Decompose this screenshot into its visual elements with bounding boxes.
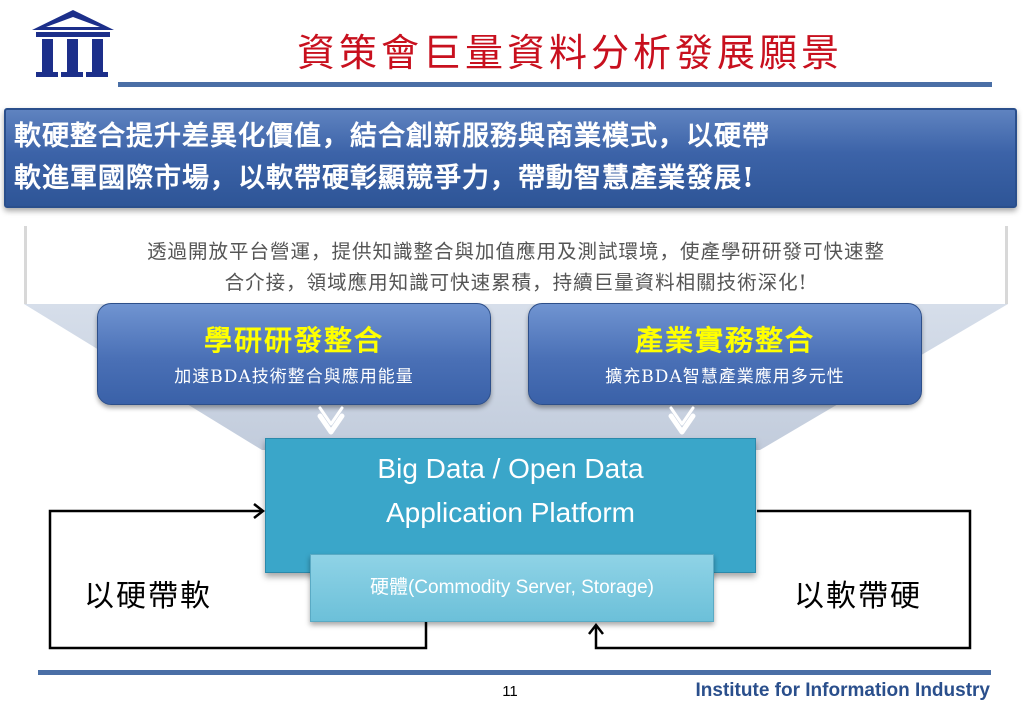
industry-integration-box: 產業實務整合 擴充BDA智慧產業應用多元性 [528,303,922,405]
title-divider [118,82,992,87]
academic-integration-box: 學研研發整合 加速BDA技術整合與應用能量 [97,303,491,405]
vision-statement: 軟硬整合提升差異化價值，結合創新服務與商業模式，以硬帶 軟進軍國際市場，以軟帶硬… [14,116,1014,200]
organization-name: Institute for Information Industry [695,680,991,701]
footer-divider [38,670,991,675]
hardware-layer-box: 硬體(Commodity Server, Storage) [310,554,714,622]
industry-integration-subtitle: 擴充BDA智慧產業應用多元性 [605,367,845,387]
vision-line-1: 軟硬整合提升差異化價值，結合創新服務與商業模式，以硬帶 [14,121,770,152]
vision-line-2: 軟進軍國際市場，以軟帶硬彰顯競爭力，帶動智慧產業發展! [14,163,755,194]
description-box [24,226,1008,304]
iii-logo [32,10,114,77]
hardware-drives-software-label: 以硬帶軟 [84,579,212,614]
page-title: 資策會巨量資料分析發展願景 [296,31,843,75]
down-arrow-icon [668,406,696,435]
description-text: 透過開放平台營運，提供知識整合與加值應用及測試環境，使產學研研發可快速整 合介接… [40,236,992,298]
description-line-2: 合介接，領域應用知識可快速累積，持續巨量資料相關技術深化! [224,271,808,294]
platform-line-1: Big Data / Open Data [377,453,644,484]
academic-integration-title: 學研研發整合 [203,324,384,357]
bigdata-platform-box: Big Data / Open Data Application Platfor… [265,438,756,573]
platform-line-2: Application Platform [385,497,635,528]
down-arrow-icon [317,406,345,435]
industry-integration-title: 產業實務整合 [634,324,815,357]
left-loop-arrow [48,503,428,650]
vision-banner [4,108,1017,208]
software-drives-hardware-label: 以軟帶硬 [794,579,922,614]
page-number: 11 [502,683,518,700]
description-line-1: 透過開放平台營運，提供知識整合與加值應用及測試環境，使產學研研發可快速整 [146,240,885,263]
right-loop-arrow [588,509,972,650]
academic-integration-subtitle: 加速BDA技術整合與應用能量 [174,367,414,387]
